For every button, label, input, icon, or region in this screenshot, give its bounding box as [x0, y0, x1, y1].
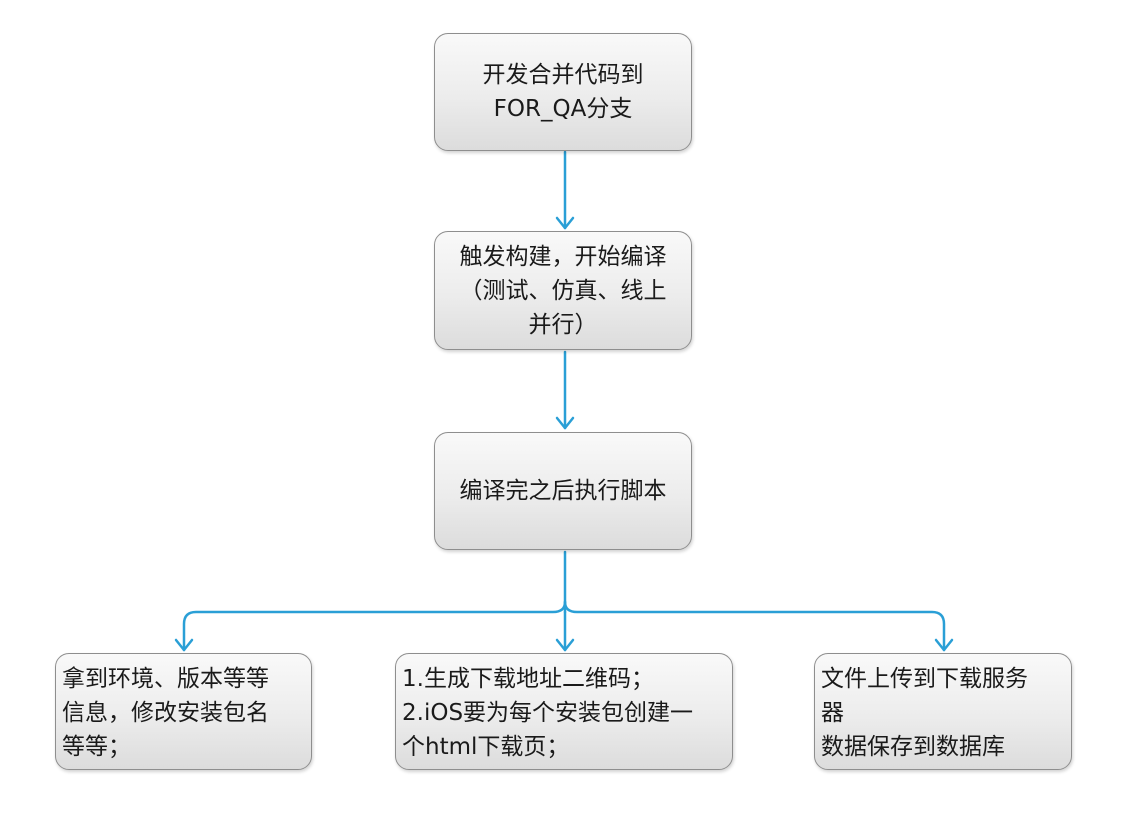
node-upload-line-2: 器	[821, 700, 844, 726]
arrowhead-env	[174, 638, 194, 652]
node-qrcode-line-2: 2.iOS要为每个安装包创建一	[402, 700, 694, 726]
node-upload-save: 文件上传到下载服务 器 数据保存到数据库	[814, 653, 1072, 770]
node-run-script: 编译完之后执行脚本	[434, 432, 692, 550]
node-env-version: 拿到环境、版本等等 信息，修改安装包名 等等；	[55, 653, 312, 770]
node-merge-line-1: 开发合并代码到	[482, 62, 644, 88]
node-build-line-1: 触发构建，开始编译	[459, 243, 667, 270]
arrowhead-build	[555, 216, 575, 230]
arrowhead-upload	[934, 638, 954, 652]
node-build-line-2: （测试、仿真、线上	[459, 277, 667, 304]
node-qrcode-download: 1.生成下载地址二维码； 2.iOS要为每个安装包创建一 个html下载页；	[395, 653, 733, 770]
node-script-line-1: 编译完之后执行脚本	[459, 478, 667, 504]
node-env-line-3: 等等；	[62, 734, 131, 760]
node-env-line-2: 信息，修改安装包名	[62, 700, 269, 726]
node-upload-line-1: 文件上传到下载服务	[821, 666, 1028, 692]
node-trigger-build: 触发构建，开始编译 （测试、仿真、线上 并行）	[434, 231, 692, 350]
node-env-line-1: 拿到环境、版本等等	[62, 666, 269, 692]
arrowhead-qrcode	[555, 638, 575, 652]
node-build-line-3: 并行）	[528, 311, 598, 338]
arrowhead-script	[555, 416, 575, 430]
node-qrcode-line-1: 1.生成下载地址二维码；	[402, 666, 654, 692]
node-merge-code: 开发合并代码到 FOR_QA分支	[434, 33, 692, 151]
node-merge-line-2: FOR_QA分支	[493, 96, 633, 122]
node-upload-line-3: 数据保存到数据库	[821, 734, 1005, 760]
connector-branch-right	[563, 600, 946, 652]
connector-branch-left	[182, 600, 567, 652]
node-qrcode-line-3: 个html下载页；	[402, 734, 570, 760]
